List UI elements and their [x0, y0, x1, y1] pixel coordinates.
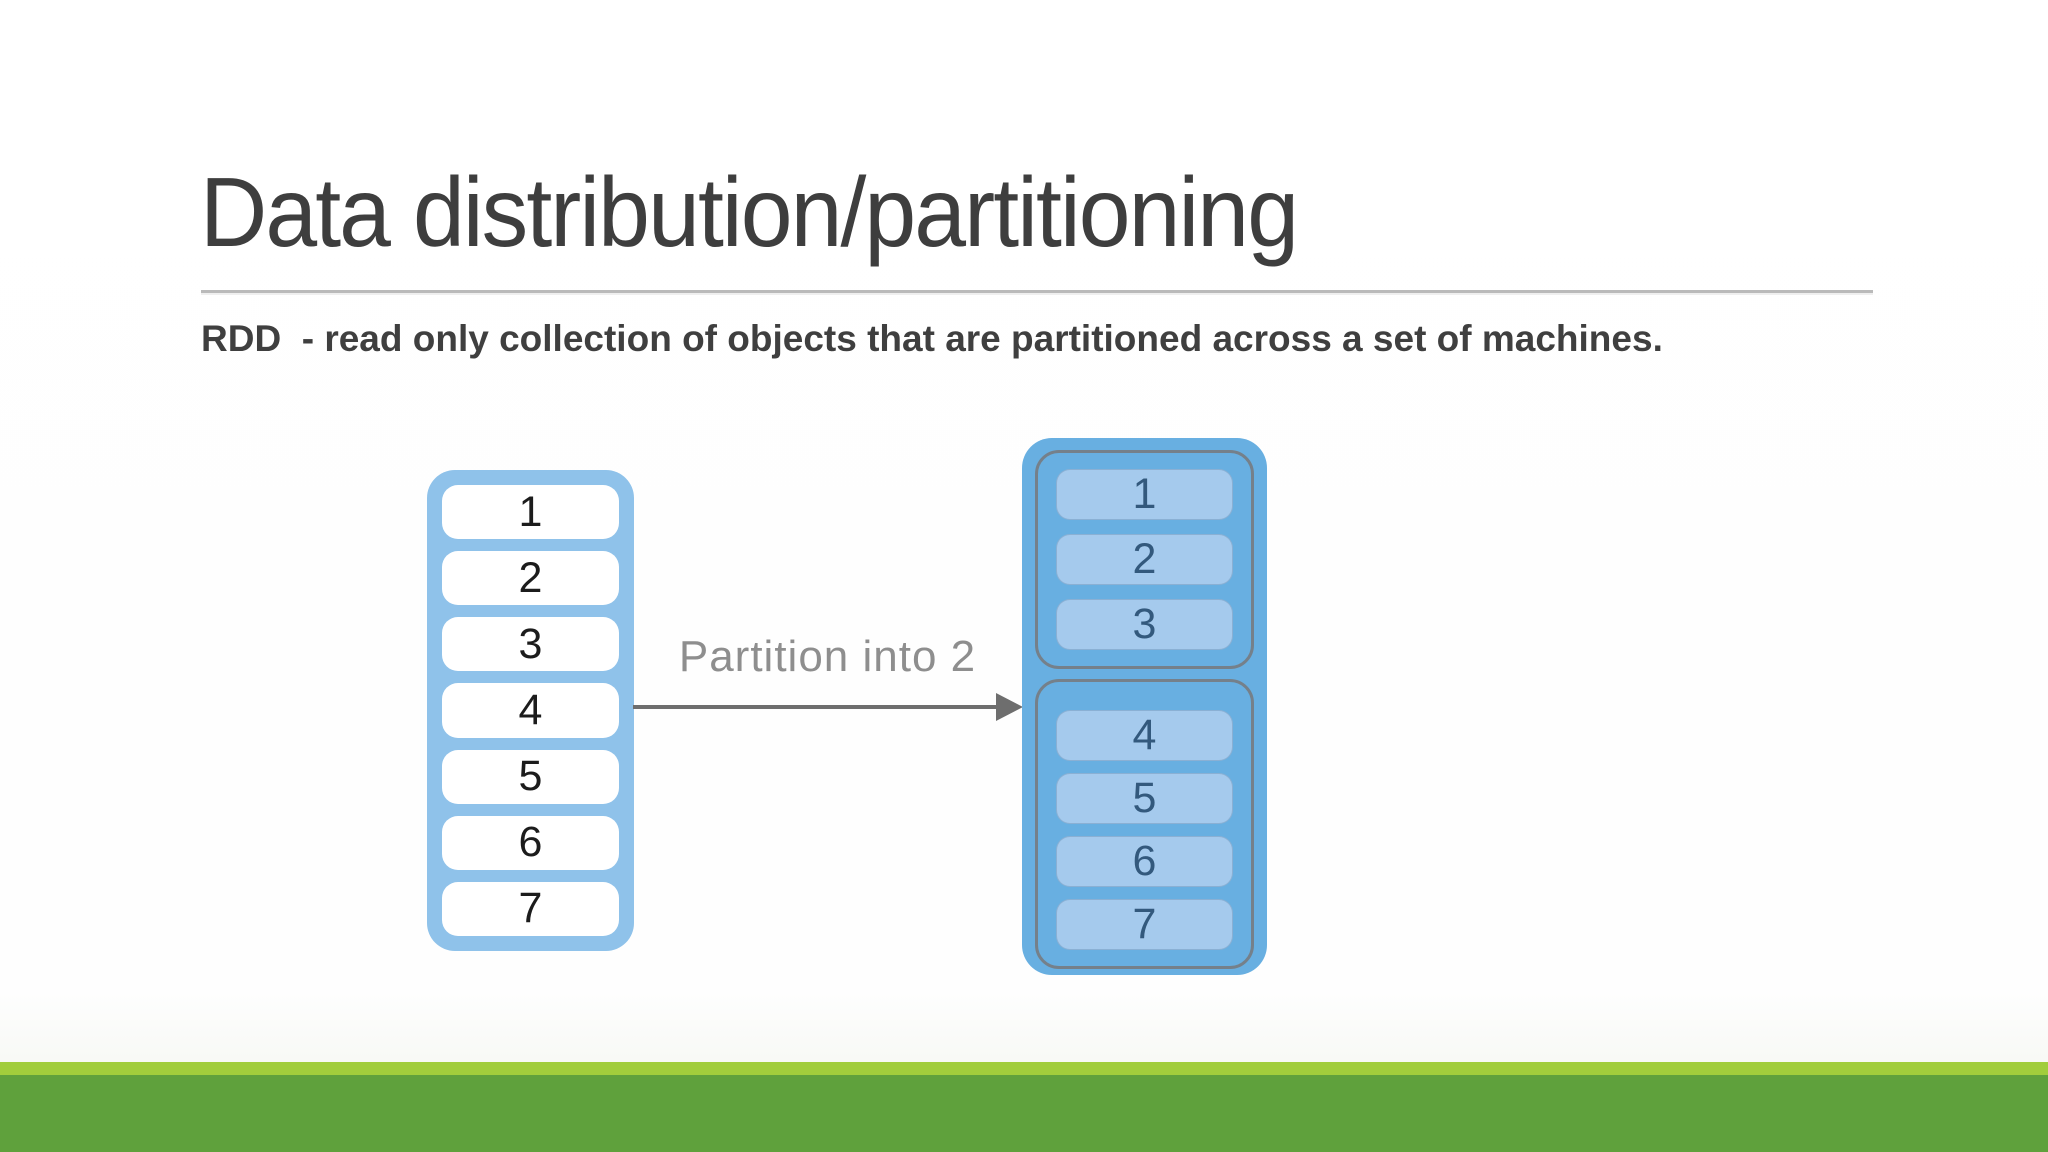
partition-item: 6	[1056, 836, 1233, 887]
source-item: 5	[442, 749, 619, 804]
source-item: 7	[442, 881, 619, 936]
partition-item: 2	[1056, 534, 1233, 585]
title-divider	[201, 290, 1873, 295]
partition-box: 1 2 3	[1035, 450, 1254, 669]
arrow-line	[633, 705, 999, 709]
source-item: 1	[442, 485, 619, 540]
source-item: 4	[442, 683, 619, 738]
source-item: 3	[442, 617, 619, 672]
partition-item: 5	[1056, 773, 1233, 824]
page-title: Data distribution/partitioning	[200, 157, 1299, 267]
footer-accent-bar	[0, 1062, 2048, 1075]
arrow-label: Partition into 2	[678, 632, 977, 681]
source-item: 6	[442, 815, 619, 870]
partition-item: 1	[1056, 469, 1233, 520]
partitioned-list: 1 2 3 4 5 6 7	[1022, 438, 1267, 975]
partition-box: 4 5 6 7	[1035, 679, 1254, 969]
slide-subtitle: RDD - read only collection of objects th…	[201, 318, 1663, 359]
source-list: 1 2 3 4 5 6 7	[427, 470, 634, 951]
partition-item: 7	[1056, 899, 1233, 950]
arrow-head-icon	[996, 693, 1023, 721]
partition-item: 3	[1056, 599, 1233, 650]
source-item: 2	[442, 551, 619, 606]
footer-bar	[0, 1075, 2048, 1152]
partition-item: 4	[1056, 710, 1233, 761]
